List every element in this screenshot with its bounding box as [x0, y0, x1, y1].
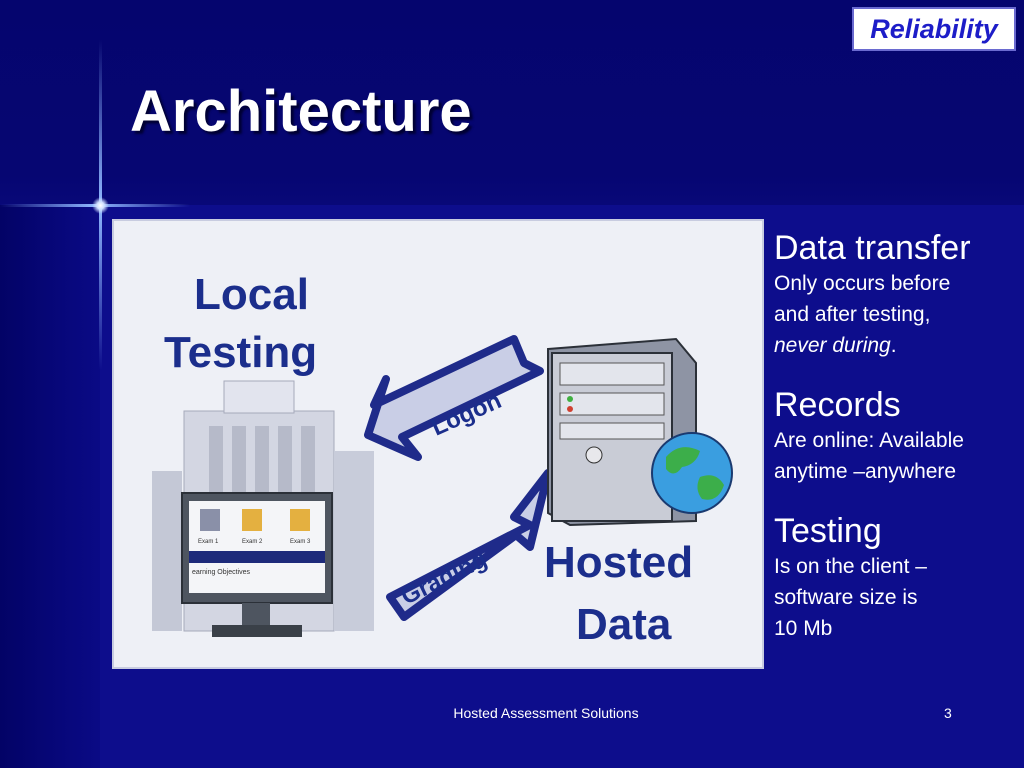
reliability-badge: Reliability	[852, 7, 1016, 51]
grading-arrow: Grading	[386, 469, 552, 621]
exam-label: Exam 1	[198, 539, 219, 545]
bullet-line-emphasis: never during.	[774, 330, 1014, 361]
page-number: 3	[944, 705, 952, 721]
sparkle-star	[92, 197, 109, 214]
bullet-line: software size is	[774, 586, 918, 609]
bullet-records: Records Are online: Available anytime –a…	[774, 385, 1014, 487]
bullet-line: Is on the client –	[774, 555, 927, 578]
bullet-line: 10 Mb	[774, 617, 833, 640]
local-label: Local	[194, 270, 309, 319]
data-label: Data	[576, 600, 672, 649]
grading-label: Grading	[397, 546, 492, 611]
bullet-heading: Records	[774, 386, 901, 424]
bullet-line: anytime –anywhere	[774, 460, 957, 483]
bullet-heading: Testing	[774, 512, 882, 550]
exam-label: Exam 3	[290, 539, 311, 545]
testing-label: Testing	[164, 328, 317, 377]
emphasis-tail: .	[890, 334, 897, 357]
exam-label: Exam 2	[242, 539, 263, 545]
bullet-data-transfer: Data transfer Only occurs before and aft…	[774, 228, 1014, 361]
footer-text: Hosted Assessment Solutions	[453, 705, 639, 721]
bullet-heading: Data transfer	[774, 229, 971, 267]
hosted-label: Hosted	[544, 538, 693, 587]
screen-caption: earning Objectives	[192, 569, 250, 576]
emphasis-text: never during	[774, 334, 891, 357]
bullet-testing: Testing Is on the client – software size…	[774, 511, 1014, 644]
slide-title: Architecture	[130, 79, 472, 144]
monitor-icon: Exam 1 Exam 2 Exam 3 earning Objectives	[181, 492, 333, 637]
bullet-line: Are online: Available	[774, 429, 964, 452]
globe-icon	[651, 432, 733, 514]
architecture-diagram: Local Testing Exam 1 Exam 2 Exam 3 earni	[112, 219, 764, 669]
bullet-line: Only occurs before	[774, 272, 951, 295]
logon-arrow: Logon	[364, 335, 544, 461]
bullet-line: and after testing,	[774, 303, 931, 326]
bullet-list: Data transfer Only occurs before and aft…	[774, 228, 1014, 644]
